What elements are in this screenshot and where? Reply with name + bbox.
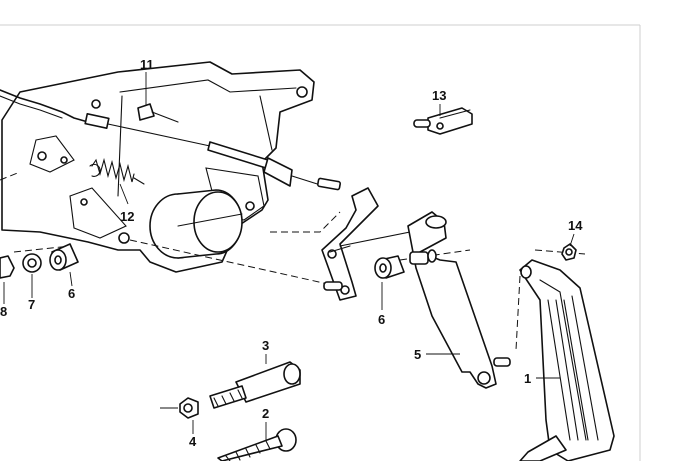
callout-14: 14	[568, 218, 583, 233]
pedal-bracket	[1, 61, 315, 273]
cable-end-clip	[413, 107, 473, 135]
callout-7: 7	[28, 297, 35, 312]
accelerator-pedal	[519, 259, 615, 461]
small-nut	[561, 243, 577, 261]
callout-11: 11	[140, 57, 154, 72]
leader-lines	[3, 72, 575, 440]
pedal-lever	[407, 211, 511, 389]
nut	[160, 397, 199, 419]
stop-pin	[209, 361, 301, 409]
callout-4: 4	[189, 434, 197, 449]
callout-6-middle: 6	[378, 312, 385, 327]
callout-12: 12	[120, 209, 134, 224]
callout-6-left: 6	[68, 286, 75, 301]
bushing-middle	[374, 255, 405, 279]
throttle-cable	[0, 89, 342, 191]
bolt	[217, 428, 297, 461]
callout-1: 1	[524, 371, 531, 386]
callout-13: 13	[432, 88, 446, 103]
callout-2: 2	[262, 406, 269, 421]
left-small-parts	[0, 243, 79, 279]
callout-8: 8	[0, 304, 7, 319]
callout-5: 5	[414, 347, 421, 362]
callout-3: 3	[262, 338, 269, 353]
callout-labels: 11 12 13 14 3 2 4 5 1 6 6 7 8	[0, 57, 583, 449]
frame	[0, 24, 641, 461]
return-spring	[89, 157, 145, 185]
